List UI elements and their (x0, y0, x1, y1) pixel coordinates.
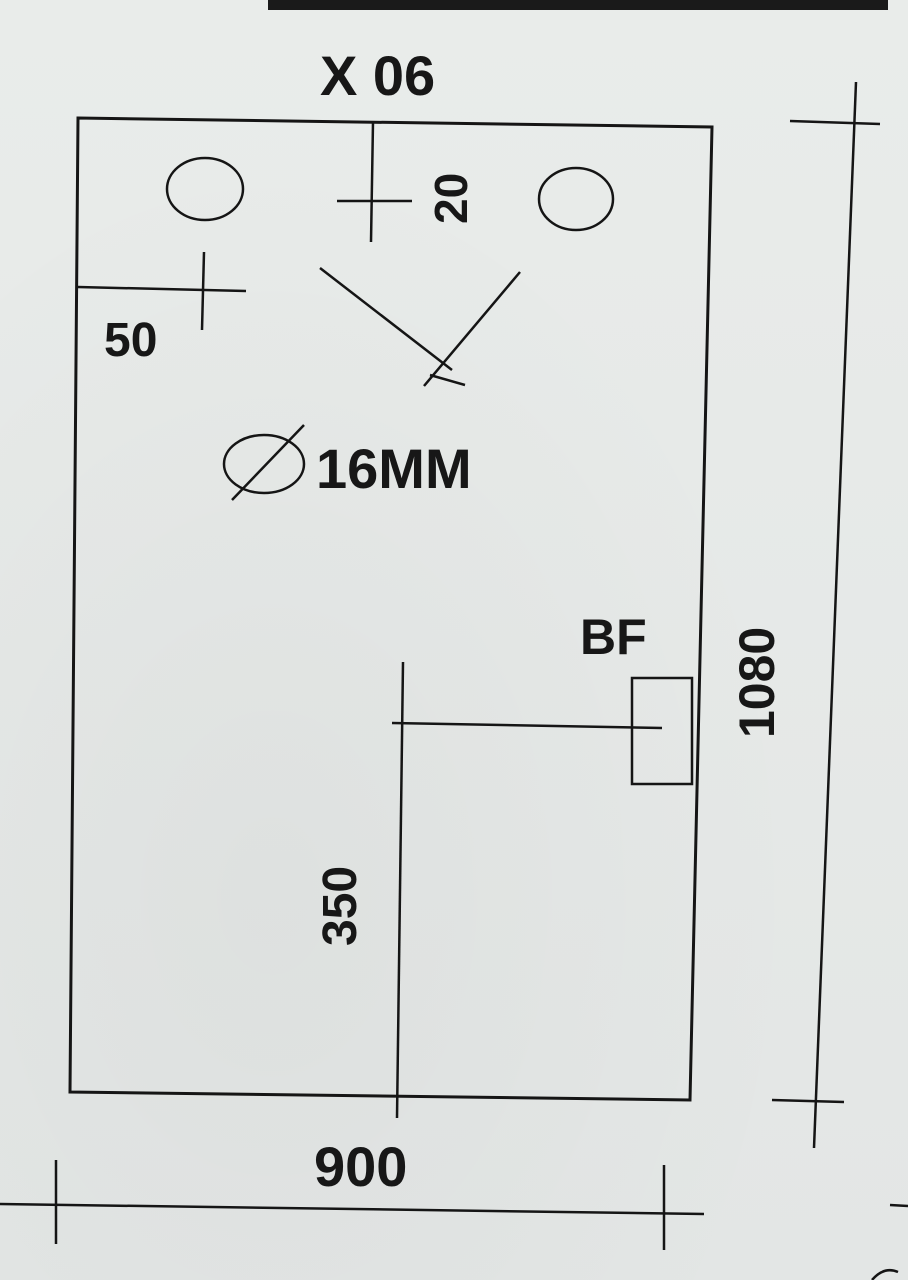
dimension-900-line (0, 1160, 705, 1250)
bf-leader-line (391, 721, 663, 730)
dimension-20-marker (337, 121, 412, 243)
drawing-title: X 06 (320, 44, 435, 107)
hole-left (165, 156, 245, 222)
hole-diameter-label: 16MM (316, 437, 472, 500)
dimension-50-marker (77, 251, 247, 331)
diameter-icon (222, 424, 306, 501)
dimension-1080-line (771, 81, 881, 1149)
dimension-350-label: 350 (314, 866, 367, 946)
dimension-900-label: 900 (314, 1135, 407, 1198)
panel-outline (68, 116, 714, 1102)
cropped-top-text (268, 0, 888, 10)
v-mark (319, 267, 521, 387)
bf-label: BF (580, 609, 647, 665)
bf-box (630, 676, 694, 786)
hole-right (537, 166, 615, 232)
dimension-350-line (395, 661, 405, 1119)
dimension-1080-label: 1080 (729, 627, 785, 738)
dimension-20-label: 20 (425, 173, 477, 224)
dimension-50-label: 50 (104, 314, 157, 367)
cropped-right-marks (871, 1203, 908, 1280)
